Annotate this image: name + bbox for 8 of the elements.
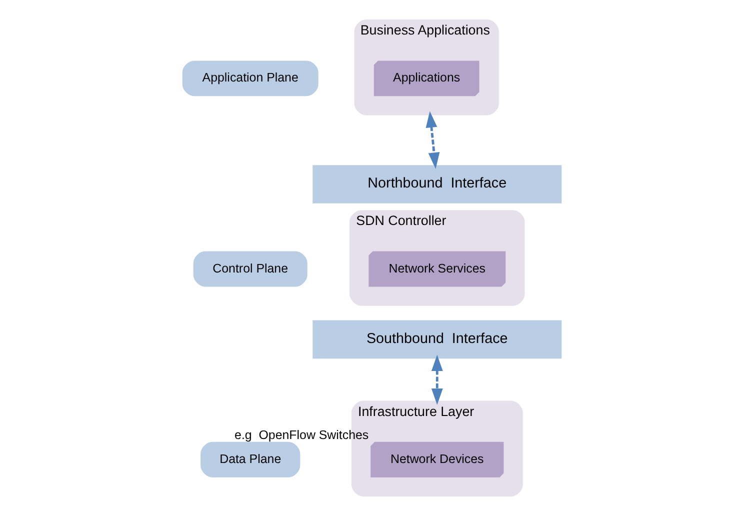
node-box: Southbound Interface bbox=[312, 320, 562, 359]
node-box: Northbound Interface bbox=[312, 165, 562, 204]
node-box: Control Plane bbox=[193, 251, 308, 287]
node-box: Application Plane bbox=[182, 60, 318, 96]
node-label: e.g OpenFlow Switches bbox=[234, 428, 369, 442]
node-box: Data Plane bbox=[200, 442, 300, 478]
arrow bbox=[431, 354, 443, 405]
arrow bbox=[426, 111, 440, 169]
